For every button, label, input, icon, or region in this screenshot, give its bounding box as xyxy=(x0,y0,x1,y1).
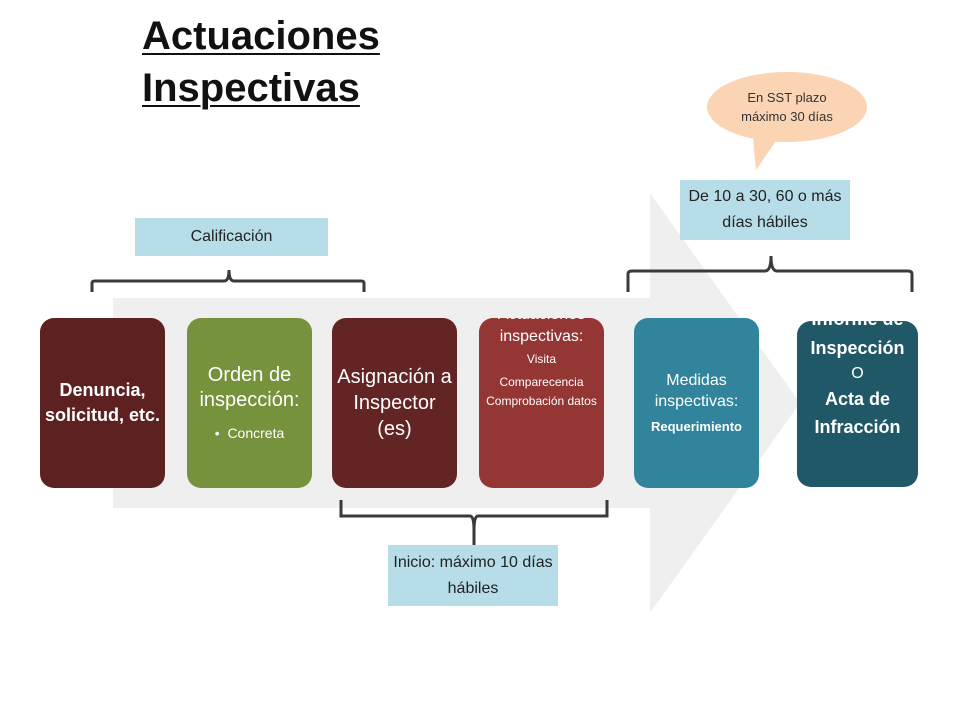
dias-habiles-bracket xyxy=(626,255,914,292)
stage-denuncia: Denuncia, solicitud, etc. xyxy=(40,318,165,488)
stage-actuaciones-item-visita: Visita xyxy=(526,352,557,366)
stage-actuaciones-title: Actuaciones inspectivas: xyxy=(498,318,585,345)
title-line-1: Actuaciones xyxy=(142,14,380,58)
stage-denuncia-title: Denuncia, solicitud, etc. xyxy=(44,380,161,425)
sst-plazo-callout: En SST plazo máximo 30 días xyxy=(707,72,867,142)
stage-informe: Informe de Inspección O Acta de Infracci… xyxy=(797,321,918,487)
stage-actuaciones-item-comparecencia: Comparecencia xyxy=(499,375,584,389)
inicio-text: Inicio: máximo 10 días hábiles xyxy=(393,553,553,597)
stage-medidas-sub: Requerimiento xyxy=(650,419,742,434)
stage-actuaciones-item-comprobacion: Comprobación datos xyxy=(486,394,597,408)
title-line-2: Inspectivas xyxy=(142,66,360,110)
stage-medidas: Medidas inspectivas: Requerimiento xyxy=(634,318,759,488)
stage-orden-title: Orden de inspección: xyxy=(199,364,300,411)
stage-informe-title: Informe de Inspección xyxy=(810,321,905,358)
calificacion-label: Calificación xyxy=(135,218,328,256)
stage-orden-inspeccion: Orden de inspección: Concreta xyxy=(187,318,312,488)
stage-medidas-title: Medidas inspectivas: xyxy=(654,372,739,410)
callout-text: En SST plazo máximo 30 días xyxy=(741,90,833,124)
calificacion-bracket xyxy=(90,269,366,292)
stage-asignacion: Asignación a Inspector (es) xyxy=(332,318,457,488)
calificacion-text: Calificación xyxy=(190,228,273,245)
dias-habiles-label: De 10 a 30, 60 o más días hábiles xyxy=(680,180,850,240)
dias-habiles-text: De 10 a 30, 60 o más días hábiles xyxy=(688,188,842,231)
stage-asignacion-title: Asignación a Inspector (es) xyxy=(337,366,452,440)
inicio-label: Inicio: máximo 10 días hábiles xyxy=(388,545,558,606)
stage-informe-acta: Acta de Infracción xyxy=(814,389,901,437)
inicio-bracket xyxy=(339,500,609,545)
stage-orden-sub: Concreta xyxy=(215,423,284,443)
page-title: Actuaciones Inspectivas xyxy=(142,10,380,114)
stage-informe-o: O xyxy=(851,365,864,382)
stage-actuaciones: Actuaciones inspectivas: Visita Comparec… xyxy=(479,318,604,488)
